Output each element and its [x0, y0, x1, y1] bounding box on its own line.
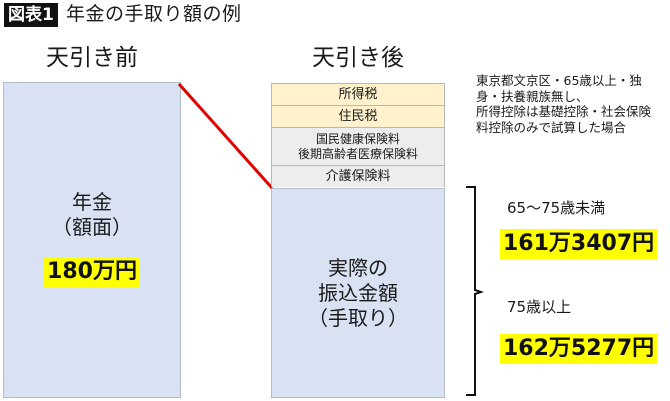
net-label-2: 振込金額: [318, 281, 398, 305]
deduction-resident-tax: 住民税: [271, 105, 445, 127]
deduction-stack: 所得税 住民税 国民健康保険料 後期高齢者医療保険料 介護保険料: [271, 83, 445, 187]
assumption-note: 東京都文京区・65歳以上・独 身・扶養親族無し、 所得控除は基礎控除・社会保険 …: [476, 73, 652, 135]
after-heading: 天引き後: [312, 45, 404, 71]
net-amount-65-75: 161万3407円: [500, 229, 658, 259]
net-label-1: 実際の: [328, 256, 388, 280]
gross-sublabel: （額面）: [52, 215, 132, 239]
gross-amount: 180万円: [44, 257, 140, 287]
gross-pension-box: 年金 （額面） 180万円: [3, 82, 181, 398]
age-label-75-plus: 75歳以上: [507, 298, 572, 316]
net-label-3: （手取り）: [308, 306, 408, 330]
deduction-health-insurance: 国民健康保険料 後期高齢者医療保険料: [271, 127, 445, 165]
gross-label: 年金: [72, 190, 112, 214]
before-heading: 天引き前: [46, 45, 138, 71]
figure-badge: 図表1: [4, 3, 58, 27]
figure-title: 年金の手取り額の例: [66, 3, 242, 25]
curly-bracket-icon: [466, 186, 484, 396]
net-payment-box: 実際の 振込金額 （手取り）: [271, 188, 445, 398]
net-amount-75-plus: 162万5277円: [500, 334, 658, 364]
deduction-income-tax: 所得税: [271, 83, 445, 105]
deduction-care-insurance: 介護保険料: [271, 165, 445, 187]
age-label-65-75: 65〜75歳未満: [507, 199, 606, 217]
